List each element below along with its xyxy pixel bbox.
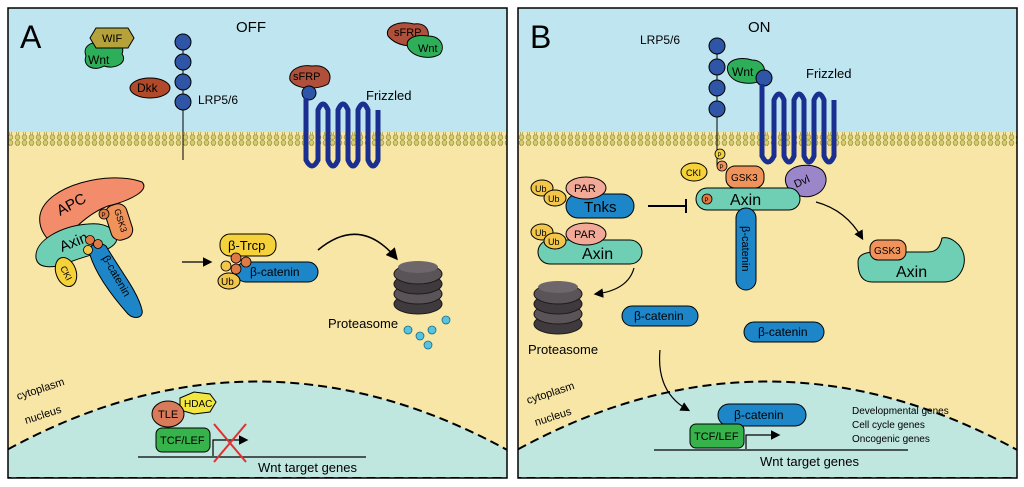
dvl-label: Dvl — [792, 173, 811, 190]
lrp-receptor: P P — [708, 37, 728, 172]
hdac-label: HDAC — [184, 399, 212, 410]
proteasome — [393, 261, 443, 315]
wnt-label: Wnt — [88, 53, 110, 67]
phospho-label: P — [705, 198, 709, 204]
panel-a-border — [7, 7, 508, 479]
panel-letter: A — [20, 19, 42, 55]
state-label: OFF — [236, 19, 266, 36]
wnt-ligand — [726, 58, 766, 84]
frizzled-label: Frizzled — [366, 88, 412, 103]
bcat-free-label-2: β-catenin — [758, 325, 808, 339]
activator-complex: β-catenin TCF/LEF — [689, 403, 807, 449]
beta-catenin-free — [743, 321, 825, 343]
wif-wnt-complex: Wnt WIF — [84, 27, 135, 69]
lrp-receptor — [174, 33, 192, 160]
frizzled-receptor — [755, 69, 837, 165]
tcf-label: TCF/LEF — [694, 431, 739, 443]
dkk-label: Dkk — [137, 81, 159, 95]
lrp-label: LRP5/6 — [198, 93, 238, 107]
plasma-membrane — [8, 132, 507, 146]
arrow-nuclear-import — [658, 349, 691, 412]
ub-label: Ub — [535, 228, 547, 238]
panel-b-border — [517, 7, 1018, 479]
sfrp-bound-label: sFRP — [293, 71, 321, 83]
peptide — [423, 340, 433, 350]
membrane-axin-complex: CKI GSK3 Dvl Axin P β-catenin — [680, 162, 827, 291]
gsk3-free-label: GSK3 — [874, 246, 901, 257]
panel-a: A OFF Wnt WIF Dkk LRP5/6 sFRP Wnt — [8, 8, 507, 478]
tnks-label: Tnks — [584, 199, 617, 216]
proteasome — [533, 281, 583, 335]
wif-label: WIF — [102, 33, 122, 45]
blocked-x — [213, 423, 247, 463]
target-genes-label: Wnt target genes — [760, 454, 859, 469]
peptide — [415, 331, 425, 341]
ckl-label: CKI — [686, 168, 701, 178]
nucleus-area — [8, 380, 507, 478]
par-label: PAR — [574, 183, 596, 195]
peptide — [441, 315, 451, 325]
beta-catenin-free — [621, 305, 699, 327]
par-axin-complex: Axin PAR Ub Ub — [530, 222, 643, 265]
arrow-to-proteasome — [317, 233, 398, 261]
lrp-label: LRP5/6 — [640, 33, 680, 47]
tcf-label: TCF/LEF — [160, 435, 205, 447]
ub-label: Ub — [548, 194, 560, 204]
btrcp-complex: β-Trcp β-catenin Ub — [217, 233, 319, 290]
gene-list-item: Developmental genes — [852, 406, 949, 417]
arrow-to-proteasome — [593, 267, 635, 298]
sfrp-label: sFRP — [394, 27, 422, 39]
target-genes-label: Wnt target genes — [258, 460, 357, 475]
ub-label: Ub — [535, 184, 547, 194]
axin-free-label: Axin — [896, 264, 927, 281]
destruction-complex: APC Axin GSK3 P CKI β-catenin — [35, 177, 145, 318]
axin-par-label: Axin — [582, 246, 613, 263]
peptide — [403, 325, 413, 335]
repressor-complex: HDAC TLE TCF/LEF — [151, 391, 217, 453]
panel-b: B ON LRP5/6 P P Wnt Frizzled CKI — [518, 8, 1017, 478]
ub-label: Ub — [548, 237, 560, 247]
dkk-protein — [129, 77, 171, 99]
panel-letter: B — [530, 19, 551, 55]
frizzled-receptor: sFRP — [289, 65, 381, 169]
bcat-free-label-1: β-catenin — [634, 309, 684, 323]
phospho-label: P — [102, 213, 106, 219]
btrcp-label: β-Trcp — [228, 238, 265, 253]
free-axin-complex: Axin GSK3 — [857, 237, 965, 283]
nucleus-area — [518, 380, 1017, 478]
bcat-nuclear-label: β-catenin — [734, 408, 784, 422]
wnt-label: Wnt — [732, 65, 754, 79]
ub-label: Ub — [221, 277, 234, 288]
wnt-bound-label: Wnt — [418, 43, 438, 55]
gene-list-item: Oncogenic genes — [852, 434, 930, 445]
arrow-axin-release — [815, 201, 864, 241]
sfrp-wnt-complex: sFRP Wnt — [386, 22, 443, 58]
bcat-ub-label: β-catenin — [250, 265, 300, 279]
proteasome-label: Proteasome — [328, 316, 398, 331]
gsk3-label: GSK3 — [731, 173, 758, 184]
phospho-label: P — [718, 153, 722, 159]
tle-label: TLE — [158, 409, 178, 421]
axin-label: Axin — [730, 192, 761, 209]
par-label: PAR — [574, 229, 596, 241]
plasma-membrane — [518, 132, 1017, 146]
transcription-arrow — [212, 435, 249, 456]
state-label: ON — [748, 19, 771, 36]
tnks-complex: Tnks PAR Ub Ub — [530, 176, 635, 219]
gene-list-item: Cell cycle genes — [852, 420, 925, 431]
phospho-label: P — [720, 165, 724, 171]
transcription-arrow — [745, 430, 781, 449]
bcat-label: β-catenin — [739, 226, 751, 271]
proteasome-label: Proteasome — [528, 342, 598, 357]
peptide — [427, 325, 437, 335]
frizzled-label: Frizzled — [806, 66, 852, 81]
